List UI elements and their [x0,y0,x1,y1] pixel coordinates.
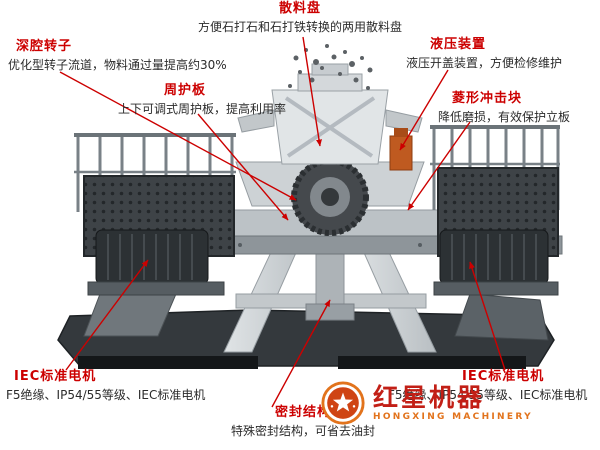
brand-logo: 红星机器 HONGXING MACHINERY [320,380,533,426]
callout-shenqiangzhuanzi: 深腔转子 优化型转子流道，物料通过量提高约30% [8,39,248,72]
callout-lingxingchongjikuai: 菱形冲击块 降低磨损，有效保护立板 [438,91,596,124]
hydraulic-cylinder [389,128,413,171]
brand-name-en: HONGXING MACHINERY [373,411,533,422]
feed-hopper [237,63,423,165]
motor-right [433,229,559,296]
callout-yeyazhuangzhi: 液压装置 液压开盖装置，方便检修维护 [406,37,596,70]
callout-iec-left: IEC标准电机 F5绝缘、IP54/55等级、IEC标准电机 [6,369,244,402]
brand-name-cn: 红星机器 [373,382,486,412]
motor-left [87,229,225,296]
leader-line-lingxingchongjikuai [407,121,471,211]
callout-sanliaopan: 散料盘 方便石打石和石打铁转换的两用散料盘 [190,1,410,34]
brand-star-icon [321,381,365,425]
callout-zhouhuban: 周护板 上下可调式周护板，提高利用率 [118,83,298,116]
callout-desc: 降低磨损，有效保护立板 [438,109,571,124]
callout-title: 深腔转子 [16,39,73,54]
leader-line-zhouhuban [197,113,289,221]
callout-desc: 液压开盖装置，方便检修维护 [406,55,563,70]
callout-desc: 优化型转子流道，物料通过量提高约30% [8,57,227,72]
callout-desc: F5绝缘、IP54/55等级、IEC标准电机 [388,387,588,402]
rotor-assembly [235,158,425,236]
leader-line-sanliaopan [302,36,322,147]
leader-line-shenqiangzhuanzi [59,71,297,201]
callout-title: 液压装置 [430,37,487,52]
leader-line-mifengjiegou [271,299,331,408]
brand-text: 红星机器 HONGXING MACHINERY [373,385,533,422]
callout-desc: F5绝缘、IP54/55等级、IEC标准电机 [6,387,206,402]
callout-desc: 特殊密封结构，可省去油封 [230,423,375,438]
callout-title: IEC标准电机 [14,369,97,384]
leader-line-iec-right [469,261,506,371]
callout-desc: 方便石打石和石打铁转换的两用散料盘 [197,19,402,34]
base-frame [57,293,555,369]
falling-rocks [288,44,373,90]
callout-title: 菱形冲击块 [452,91,523,106]
leader-line-yeyazhuangzhi [399,69,449,151]
leader-line-iec-left [65,259,149,371]
callout-title: IEC标准电机 [462,369,545,384]
callout-iec-right: IEC标准电机 F5绝缘、IP54/55等级、IEC标准电机 [388,369,600,402]
callout-title: 周护板 [164,83,207,98]
callout-desc: 上下可调式周护板，提高利用率 [118,101,287,116]
callout-title: 密封结构 [274,405,331,420]
callout-mifengjiegou: 密封结构 特殊密封结构，可省去油封 [208,405,398,438]
callout-title: 散料盘 [278,1,321,16]
